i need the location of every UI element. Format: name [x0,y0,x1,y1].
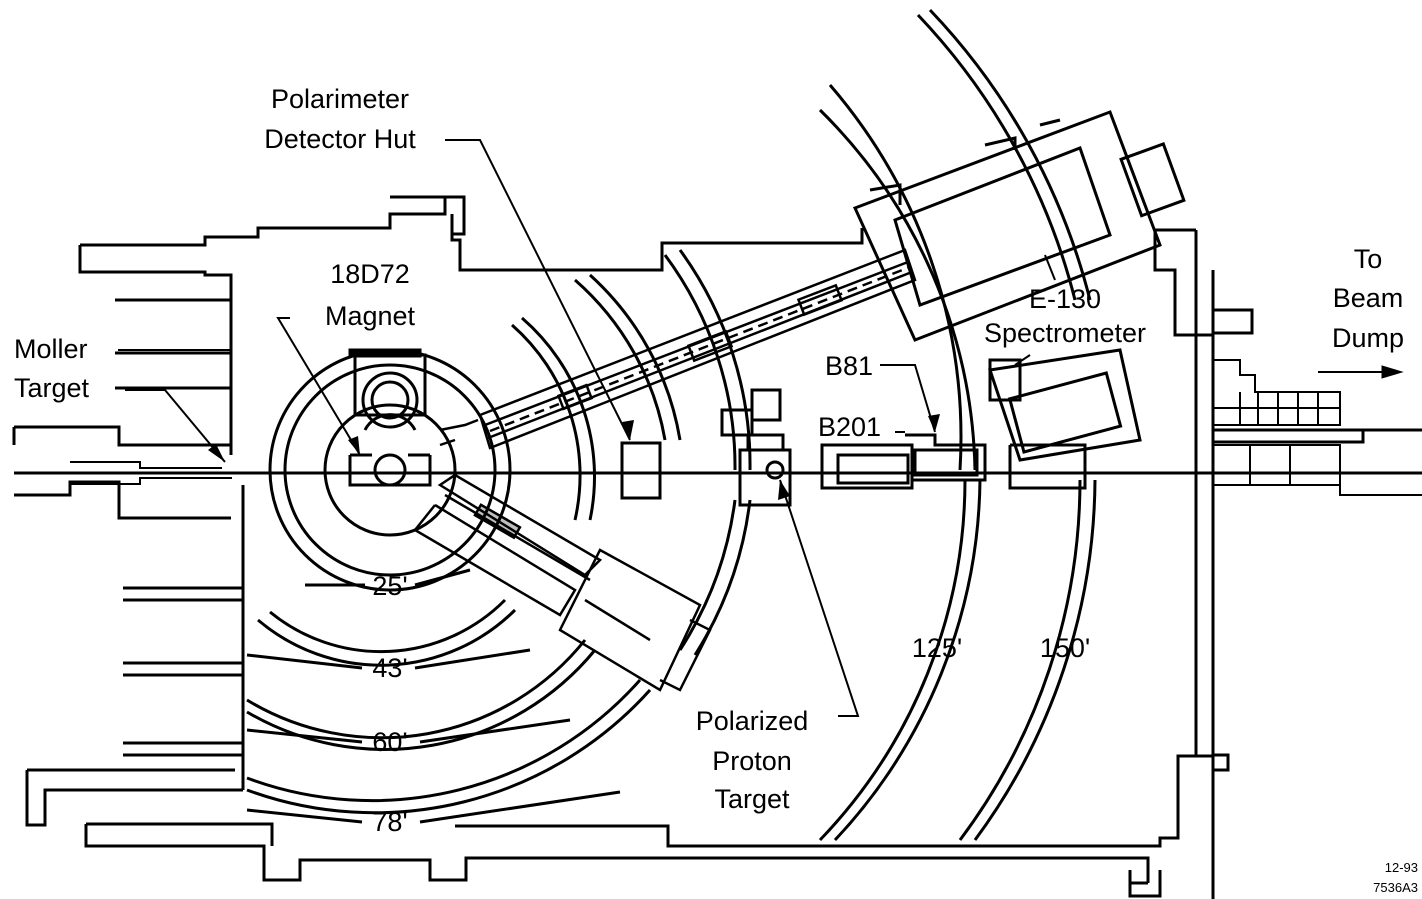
label-dump-1: To [1354,244,1383,274]
label-proton-1: Polarized [696,706,809,736]
angle-150: 150' [1040,633,1090,663]
lower-polarimeter-arm [413,473,712,692]
b81-b201-magnets [820,433,1087,490]
corner-code: 7536A3 [1373,880,1418,895]
hall-walls [12,195,1254,899]
label-magnet-2: Magnet [325,301,416,331]
label-moller-2: Target [14,373,90,403]
label-b201: B201 [818,412,881,442]
text-labels: Polarimeter Detector Hut 18D72 Magnet Mo… [14,84,1404,814]
angle-25: 25' [372,571,407,601]
label-spectrometer-1: E-130 [1029,284,1101,314]
detector-boxes [620,388,792,507]
e130-spectrometer [852,110,1186,462]
label-b81: B81 [825,351,873,381]
label-proton-2: Proton [712,746,792,776]
label-polarimeter-2: Detector Hut [264,124,416,154]
corner-reference: 12-93 7536A3 [1373,860,1418,895]
corner-date: 12-93 [1385,860,1418,875]
angle-78: 78' [372,807,407,837]
upper-spectrometer-arm [439,248,917,450]
label-magnet-1: 18D72 [330,259,410,289]
angle-125: 125' [912,633,962,663]
leader-lines [118,139,1056,717]
label-spectrometer-2: Spectrometer [984,318,1146,348]
label-polarimeter-1: Polarimeter [271,84,409,114]
magnet-18d72 [348,348,432,487]
angle-43: 43' [372,653,407,683]
beam-line [14,365,1422,485]
angle-labels: 25' 43' 60' 78' 125' 150' [246,568,1090,837]
label-moller-1: Moller [14,334,88,364]
label-proton-3: Target [714,784,790,814]
leader-arrowheads [208,414,940,500]
label-dump-3: Dump [1332,323,1404,353]
angle-60: 60' [372,727,407,757]
beam-dump-blocks [1211,359,1422,496]
label-dump-2: Beam [1333,283,1404,313]
